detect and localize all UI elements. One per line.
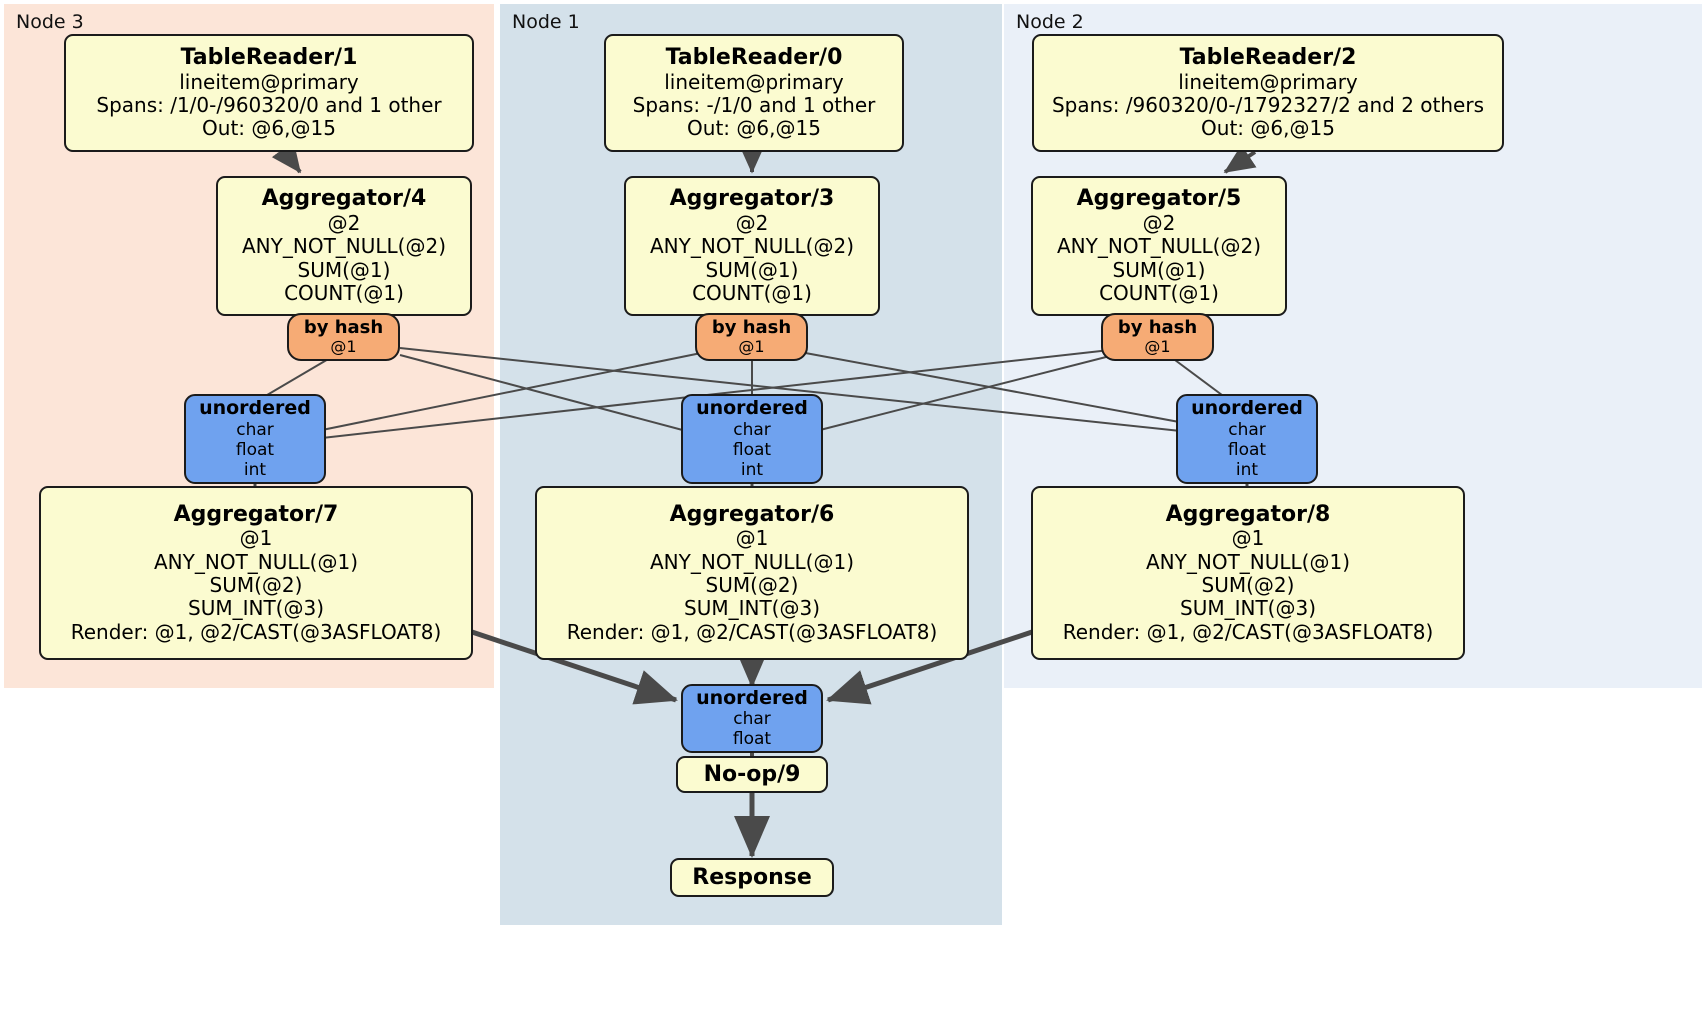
processor-agg-1: SUM(@2) <box>1201 573 1295 598</box>
synchronizer-type-1: float <box>1227 439 1267 460</box>
synchronizer-unordered-node1[interactable]: unordered char float int <box>681 394 823 484</box>
router-by-hash-node1[interactable]: by hash @1 <box>695 313 808 361</box>
processor-agg-1: SUM(@1) <box>297 257 391 282</box>
processor-out: Out: @6,@15 <box>687 116 821 141</box>
processor-agg-0: ANY_NOT_NULL(@2) <box>1057 234 1261 259</box>
synchronizer-type-2: int <box>1235 459 1259 480</box>
processor-group-col: @1 <box>735 526 769 551</box>
processor-title: TableReader/1 <box>180 45 358 71</box>
processor-group-col: @2 <box>735 210 769 235</box>
processor-aggregator-5[interactable]: Aggregator/5 @2 ANY_NOT_NULL(@2) SUM(@1)… <box>1031 176 1287 316</box>
processor-table: lineitem@primary <box>179 69 359 94</box>
processor-table: lineitem@primary <box>664 69 844 94</box>
processor-agg-0: ANY_NOT_NULL(@2) <box>650 234 854 259</box>
processor-spans: Spans: -/1/0 and 1 other <box>632 93 876 118</box>
processor-title: Aggregator/5 <box>1076 186 1242 212</box>
processor-agg-1: SUM(@1) <box>705 257 799 282</box>
node-label-node1: Node 1 <box>512 11 580 33</box>
processor-agg-0: ANY_NOT_NULL(@1) <box>1146 549 1350 574</box>
router-title: by hash <box>303 316 384 338</box>
processor-table-reader-1[interactable]: TableReader/1 lineitem@primary Spans: /1… <box>64 34 474 152</box>
processor-render: Render: @1, @2/CAST(@3ASFLOAT8) <box>1062 619 1434 644</box>
router-by-hash-node2[interactable]: by hash @1 <box>1101 313 1214 361</box>
processor-title: No-op/9 <box>703 762 801 787</box>
processor-agg-0: ANY_NOT_NULL(@2) <box>242 234 446 259</box>
processor-title: Aggregator/3 <box>669 186 835 212</box>
processor-agg-2: SUM_INT(@3) <box>188 596 324 621</box>
processor-aggregator-8[interactable]: Aggregator/8 @1 ANY_NOT_NULL(@1) SUM(@2)… <box>1031 486 1465 660</box>
processor-spans: Spans: /1/0-/960320/0 and 1 other <box>96 93 442 118</box>
processor-agg-2: COUNT(@1) <box>284 281 404 306</box>
processor-title: TableReader/2 <box>1179 45 1357 71</box>
processor-aggregator-3[interactable]: Aggregator/3 @2 ANY_NOT_NULL(@2) SUM(@1)… <box>624 176 880 316</box>
synchronizer-type-0: char <box>733 419 771 440</box>
processor-agg-2: COUNT(@1) <box>1099 281 1219 306</box>
synchronizer-type-0: char <box>733 709 771 730</box>
router-column: @1 <box>738 337 765 357</box>
processor-out: Out: @6,@15 <box>1201 116 1335 141</box>
processor-agg-2: SUM_INT(@3) <box>1180 596 1316 621</box>
processor-group-col: @1 <box>1231 526 1265 551</box>
processor-title: Aggregator/8 <box>1165 501 1331 527</box>
processor-render: Render: @1, @2/CAST(@3ASFLOAT8) <box>566 619 938 644</box>
router-column: @1 <box>1144 337 1171 357</box>
processor-title: TableReader/0 <box>665 45 843 71</box>
processor-title: Aggregator/6 <box>669 501 835 527</box>
synchronizer-type-0: char <box>1228 419 1266 440</box>
processor-no-op-9[interactable]: No-op/9 <box>676 756 828 793</box>
processor-aggregator-6[interactable]: Aggregator/6 @1 ANY_NOT_NULL(@1) SUM(@2)… <box>535 486 969 660</box>
synchronizer-type-1: float <box>732 439 772 460</box>
synchronizer-type-1: float <box>732 729 772 750</box>
synchronizer-unordered-node2[interactable]: unordered char float int <box>1176 394 1318 484</box>
processor-agg-1: SUM(@2) <box>705 573 799 598</box>
synchronizer-title: unordered <box>696 397 808 419</box>
processor-agg-1: SUM(@2) <box>209 573 303 598</box>
processor-aggregator-4[interactable]: Aggregator/4 @2 ANY_NOT_NULL(@2) SUM(@1)… <box>216 176 472 316</box>
synchronizer-type-1: float <box>235 439 275 460</box>
processor-render: Render: @1, @2/CAST(@3ASFLOAT8) <box>70 619 442 644</box>
synchronizer-title: unordered <box>696 686 808 709</box>
processor-table-reader-0[interactable]: TableReader/0 lineitem@primary Spans: -/… <box>604 34 904 152</box>
processor-aggregator-7[interactable]: Aggregator/7 @1 ANY_NOT_NULL(@1) SUM(@2)… <box>39 486 473 660</box>
processor-title: Aggregator/4 <box>261 186 427 212</box>
processor-group-col: @2 <box>1142 210 1176 235</box>
synchronizer-unordered-final[interactable]: unordered char float <box>681 684 823 753</box>
processor-spans: Spans: /960320/0-/1792327/2 and 2 others <box>1051 93 1484 118</box>
synchronizer-title: unordered <box>199 397 311 419</box>
node-label-node2: Node 2 <box>1016 11 1084 33</box>
processor-response[interactable]: Response <box>670 858 834 897</box>
router-column: @1 <box>330 337 357 357</box>
processor-group-col: @1 <box>239 526 273 551</box>
router-title: by hash <box>711 316 792 338</box>
processor-table: lineitem@primary <box>1178 69 1358 94</box>
processor-agg-2: COUNT(@1) <box>692 281 812 306</box>
processor-title: Aggregator/7 <box>173 501 339 527</box>
node-label-node3: Node 3 <box>16 11 84 33</box>
processor-agg-0: ANY_NOT_NULL(@1) <box>650 549 854 574</box>
synchronizer-type-2: int <box>740 459 764 480</box>
processor-group-col: @2 <box>327 210 361 235</box>
processor-agg-2: SUM_INT(@3) <box>684 596 820 621</box>
processor-agg-1: SUM(@1) <box>1112 257 1206 282</box>
synchronizer-unordered-node3[interactable]: unordered char float int <box>184 394 326 484</box>
processor-agg-0: ANY_NOT_NULL(@1) <box>154 549 358 574</box>
synchronizer-type-0: char <box>236 419 274 440</box>
router-by-hash-node3[interactable]: by hash @1 <box>287 313 400 361</box>
synchronizer-type-2: int <box>243 459 267 480</box>
processor-title: Response <box>692 865 812 890</box>
synchronizer-title: unordered <box>1191 397 1303 419</box>
router-title: by hash <box>1117 316 1198 338</box>
processor-out: Out: @6,@15 <box>202 116 336 141</box>
processor-table-reader-2[interactable]: TableReader/2 lineitem@primary Spans: /9… <box>1032 34 1504 152</box>
